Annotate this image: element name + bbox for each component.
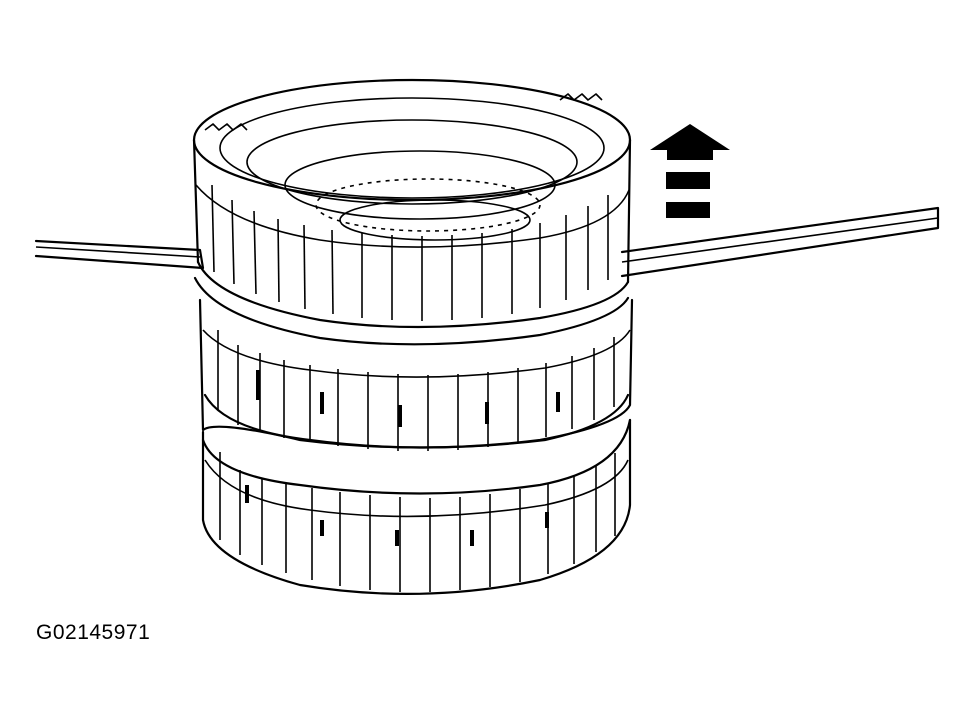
right-pry-tool — [620, 206, 940, 278]
lower-clutch-drum — [201, 418, 632, 595]
middle-clutch-drum — [198, 298, 634, 451]
figure-id-label: G02145971 — [36, 621, 151, 644]
upper-clutch-drum — [192, 78, 632, 321]
snap-ring — [193, 260, 630, 346]
left-pry-tool — [34, 239, 205, 270]
up-arrow-icon — [650, 124, 730, 218]
